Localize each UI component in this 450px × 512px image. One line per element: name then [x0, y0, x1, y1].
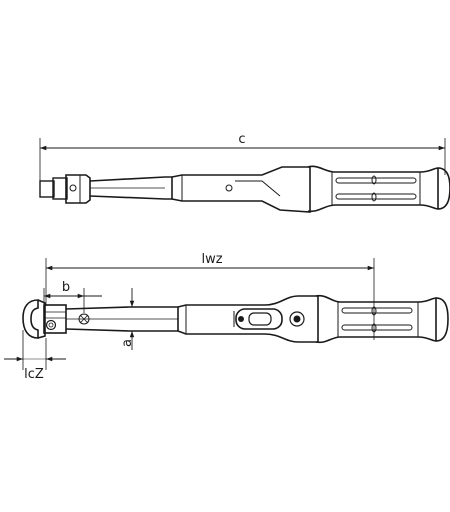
dimension-a: a	[120, 288, 140, 350]
dimension-label-lcz: lcZ	[24, 367, 44, 382]
dimension-label-lwz: lwz	[201, 252, 222, 267]
dimension-lcz: lcZ	[4, 330, 66, 382]
dimension-label-c: c	[238, 132, 245, 147]
dimension-lwz: lwz	[45, 252, 375, 306]
dimension-label-b: b	[62, 280, 70, 295]
wrench-side-view	[39, 165, 450, 213]
wrench-top-view	[22, 294, 449, 344]
dimension-label-a: a	[120, 339, 135, 347]
dimension-c: c	[39, 132, 446, 182]
dimension-b: b	[43, 280, 102, 313]
